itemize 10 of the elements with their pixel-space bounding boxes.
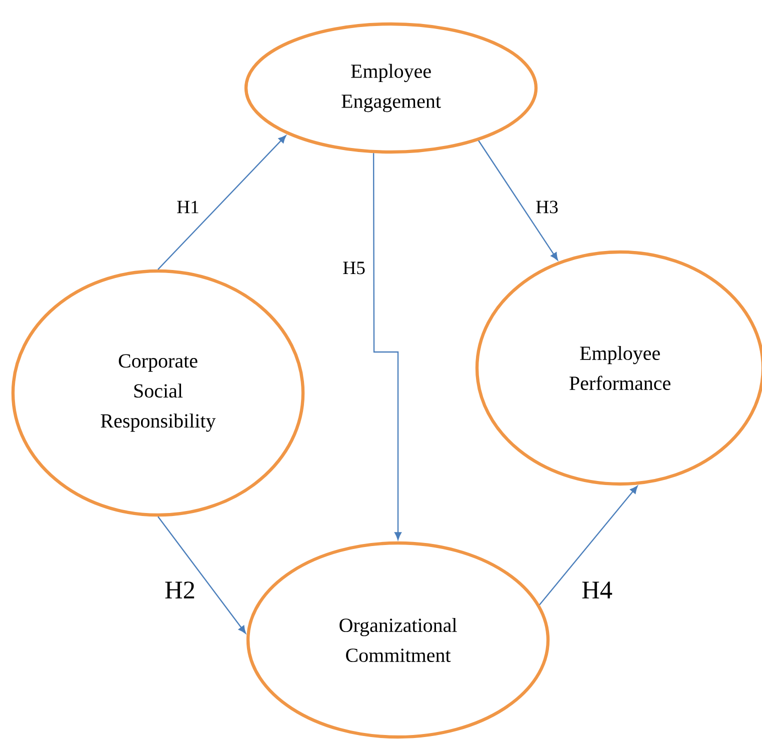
arrow (478, 140, 558, 260)
arrow (158, 516, 246, 634)
edge-label: H3 (534, 199, 560, 215)
arrow (372, 153, 402, 540)
arrow (539, 486, 638, 606)
edge-label: H1 (175, 200, 201, 214)
edge-label: H2 (163, 580, 197, 600)
edge-label: H5 (341, 260, 367, 276)
arrow (158, 135, 286, 270)
edge-label: H4 (580, 580, 614, 600)
